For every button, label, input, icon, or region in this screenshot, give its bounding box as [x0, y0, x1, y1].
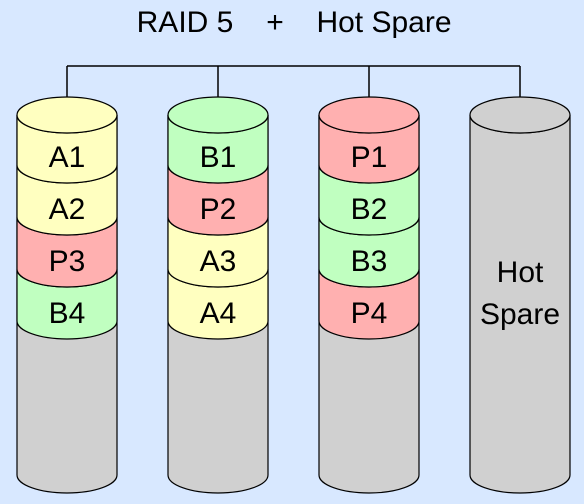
title-hot-spare: Hot Spare — [316, 6, 451, 39]
block-label-p1: P1 — [351, 141, 388, 174]
block-label-b1: B1 — [200, 141, 237, 174]
block-label-b3: B3 — [351, 245, 388, 278]
hot-spare-label-line-2: Spare — [480, 298, 560, 331]
block-label-a4: A4 — [200, 297, 237, 330]
title-raid5: RAID 5 — [137, 6, 234, 39]
block-label-a2: A2 — [49, 193, 86, 226]
disk-top-cap — [318, 96, 420, 134]
disk-top-cap — [167, 96, 269, 134]
block-label-p2: P2 — [200, 193, 237, 226]
block-label-b2: B2 — [351, 193, 388, 226]
block-label-b4: B4 — [49, 297, 86, 330]
block-label-p3: P3 — [49, 245, 86, 278]
diagram-title: RAID 5 + Hot Spare — [137, 6, 452, 39]
disk-top-cap — [469, 96, 571, 134]
hot-spare-label-line-1: Hot — [497, 256, 544, 289]
title-plus: + — [266, 6, 284, 39]
block-label-a3: A3 — [200, 245, 237, 278]
block-label-p4: P4 — [351, 297, 388, 330]
connector-bus — [66, 65, 521, 115]
disk-top-cap — [16, 96, 118, 134]
block-label-a1: A1 — [49, 141, 86, 174]
